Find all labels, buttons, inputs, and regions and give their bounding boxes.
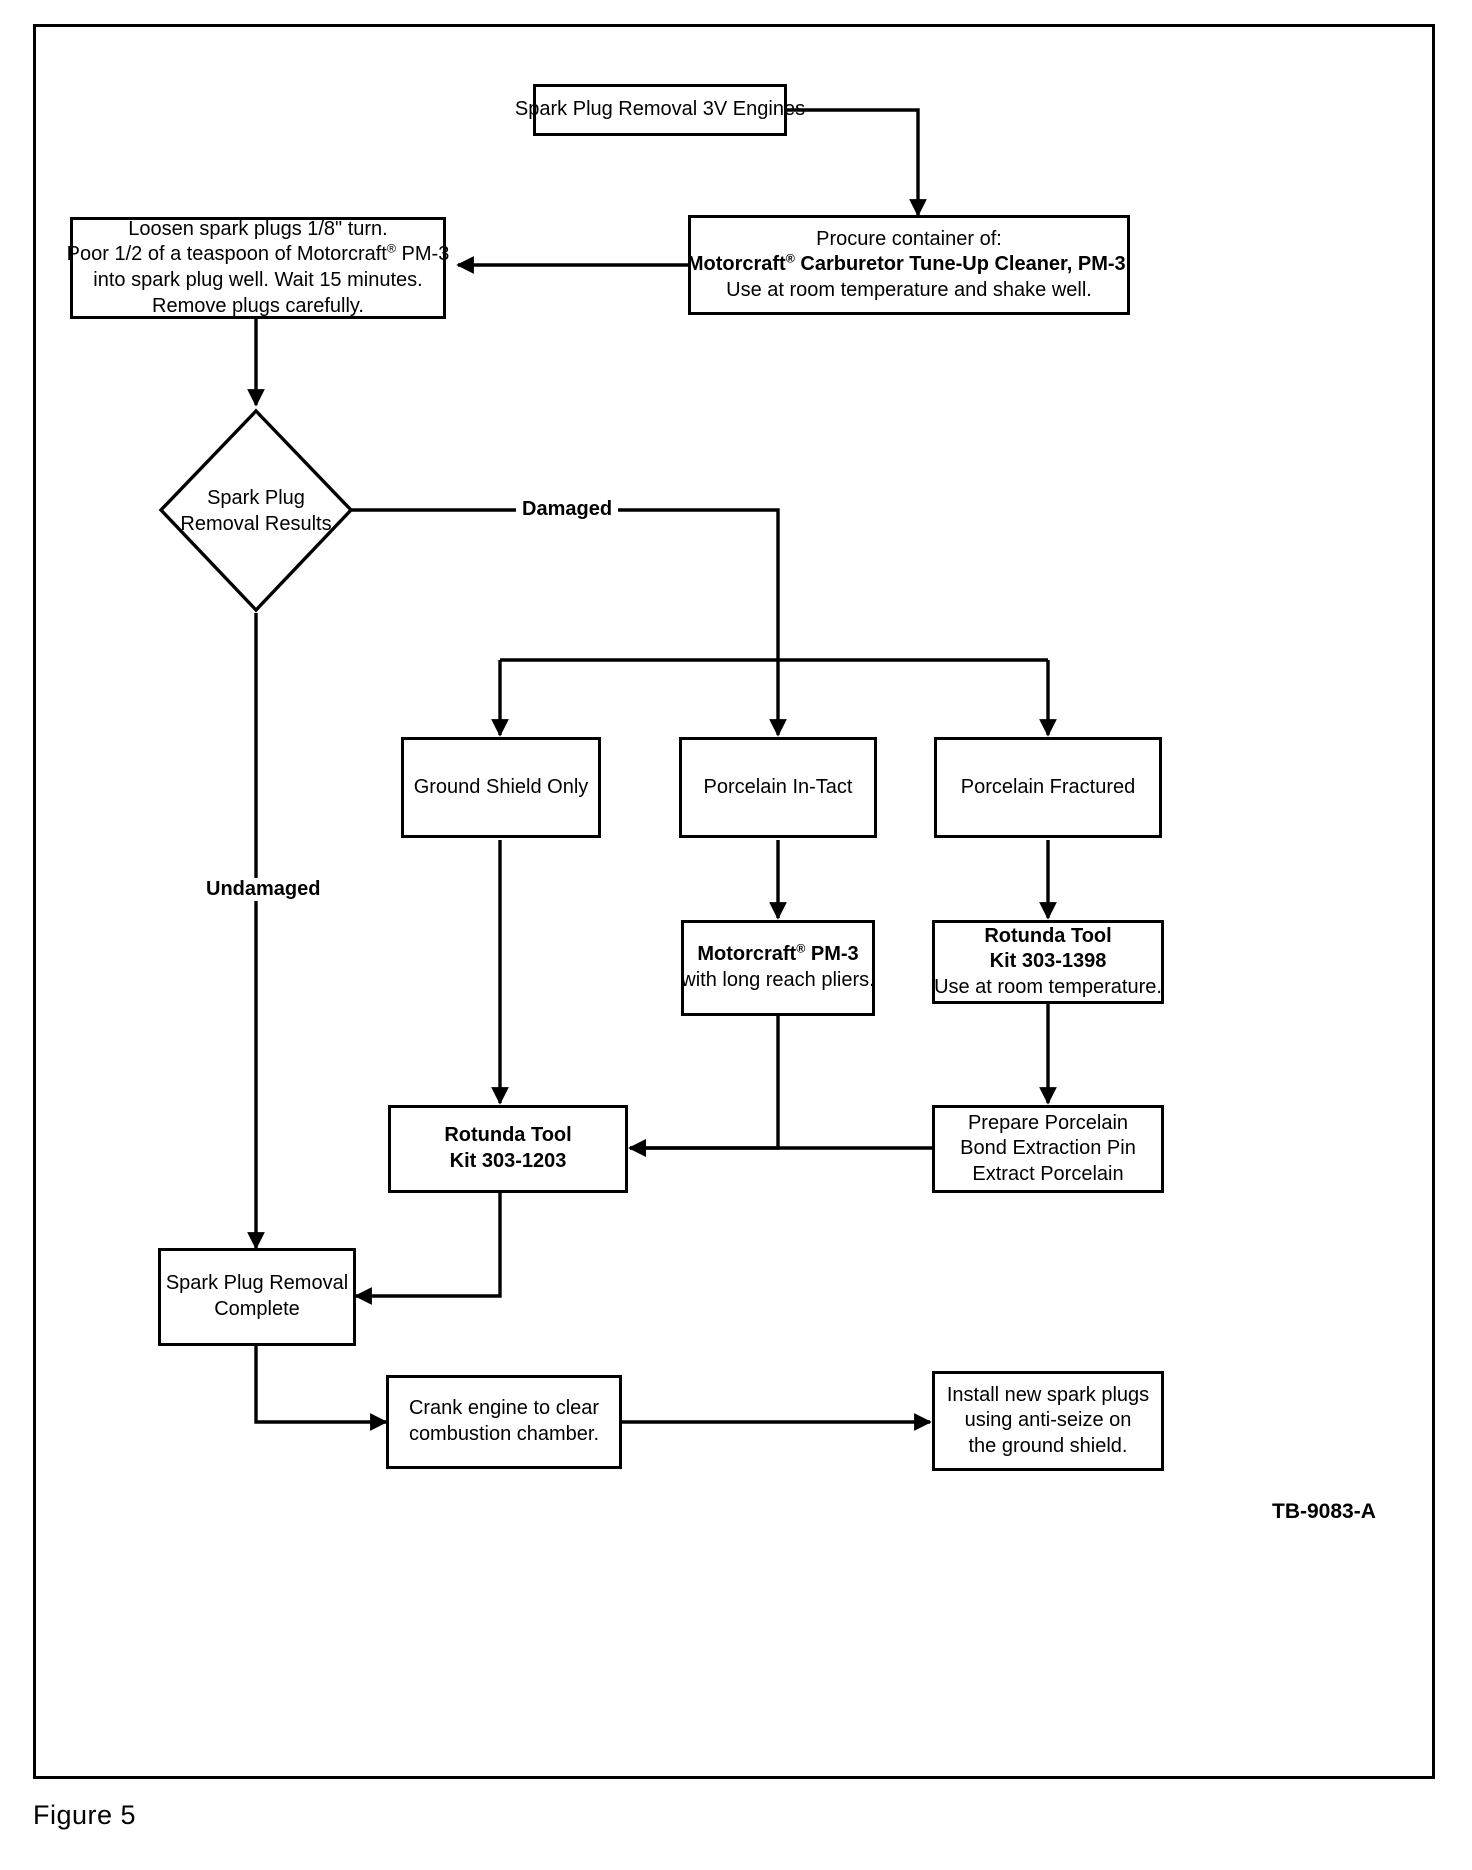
node-porcelain-fractured[interactable]: Porcelain Fractured (934, 737, 1162, 838)
diamond-label-group: Spark Plug Removal Results (158, 408, 354, 613)
node-line: Spark Plug Removal (165, 1272, 349, 1295)
drawing-code: TB-9083-A (1272, 1500, 1376, 1523)
node-line: Use at room temperature. (934, 975, 1162, 998)
node-spark-plug-removal-results[interactable]: Spark Plug Removal Results (158, 408, 354, 613)
node-line: Install new spark plugs (946, 1383, 1150, 1406)
node-loosen-spark-plugs[interactable]: Loosen spark plugs 1/8" turn. Poor 1/2 o… (67, 217, 449, 319)
node-line: Remove plugs carefully. (152, 294, 364, 317)
node-procure-container[interactable]: Procure container of: Motorcraft® Carbur… (686, 215, 1132, 315)
registered-trademark-symbol: ® (386, 241, 396, 256)
registered-trademark-symbol: ® (785, 251, 795, 266)
node-line: Loosen spark plugs 1/8" turn. (128, 217, 388, 240)
node-line: combustion chamber. (408, 1423, 600, 1445)
edge-label-damaged: Damaged (516, 498, 619, 521)
node-line: Prepare Porcelain (967, 1111, 1129, 1134)
node-spark-plug-removal-3v-engines[interactable]: Spark Plug Removal 3V Engines (515, 84, 805, 136)
node-prepare-porcelain-extract[interactable]: Prepare Porcelain Bond Extraction Pin Ex… (932, 1105, 1164, 1193)
node-motorcraft-pm3-long-reach-pliers[interactable]: Motorcraft® PM-3 with long reach pliers. (681, 920, 875, 1016)
node-line: Spark Plug Removal 3V Engines (514, 98, 806, 121)
node-rotunda-tool-kit-303-1398[interactable]: Rotunda Tool Kit 303-1398 Use at room te… (932, 920, 1164, 1004)
figure-caption: Figure 5 (33, 1800, 137, 1830)
node-line: Removal Results (180, 512, 332, 535)
node-line: Procure container of: (816, 227, 1002, 250)
node-line: Use at room temperature and shake well. (726, 278, 1092, 301)
node-line: Ground Shield Only (413, 775, 589, 798)
node-line: Bond Extraction Pin (960, 1137, 1136, 1160)
node-line: Complete (214, 1298, 300, 1320)
edge-label-undamaged: Undamaged (200, 878, 327, 901)
node-crank-engine-clear-combustion-chamber[interactable]: Crank engine to clear combustion chamber… (386, 1375, 622, 1469)
node-porcelain-in-tact[interactable]: Porcelain In-Tact (679, 737, 877, 838)
node-line: Poor 1/2 of a teaspoon of Motorcraft® PM… (66, 241, 450, 266)
node-line: Motorcraft® PM-3 (697, 941, 859, 966)
node-line: Kit 303-1398 (989, 950, 1107, 973)
registered-trademark-symbol: ® (796, 941, 806, 956)
node-rotunda-tool-kit-303-1203[interactable]: Rotunda Tool Kit 303-1203 (388, 1105, 628, 1193)
node-line: with long reach pliers. (681, 969, 875, 991)
node-install-new-spark-plugs[interactable]: Install new spark plugs using anti-seize… (932, 1371, 1164, 1471)
node-line: Kit 303-1203 (449, 1150, 567, 1172)
node-line: the ground shield. (968, 1434, 1128, 1457)
node-ground-shield-only[interactable]: Ground Shield Only (401, 737, 601, 838)
node-line: Spark Plug (207, 486, 305, 509)
node-line: Motorcraft® Carburetor Tune-Up Cleaner, … (686, 251, 1132, 276)
node-spark-plug-removal-complete[interactable]: Spark Plug Removal Complete (158, 1248, 356, 1346)
node-line: using anti-seize on (964, 1409, 1132, 1432)
node-line: Crank engine to clear (408, 1397, 600, 1420)
node-line: Rotunda Tool (984, 924, 1112, 947)
node-line: Porcelain In-Tact (703, 775, 853, 798)
node-line: Porcelain Fractured (960, 775, 1136, 798)
node-line: Rotunda Tool (444, 1124, 572, 1147)
node-line: into spark plug well. Wait 15 minutes. (93, 269, 423, 291)
diamond-shape (158, 408, 354, 613)
node-line: Extract Porcelain (972, 1162, 1124, 1185)
